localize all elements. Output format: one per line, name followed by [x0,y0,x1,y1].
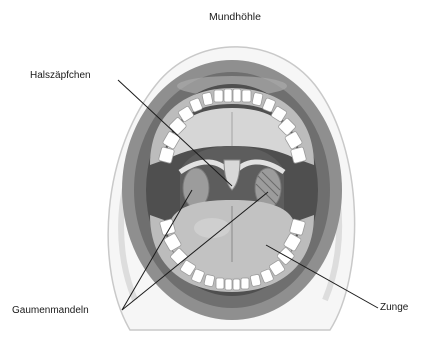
label-tongue: Zunge [380,302,408,314]
label-tonsils: Gaumenmandeln [12,305,89,317]
label-uvula: Halszäpfchen [30,70,91,82]
tongue-highlight [194,218,230,238]
diagram-title: Mundhöhle [209,11,261,23]
